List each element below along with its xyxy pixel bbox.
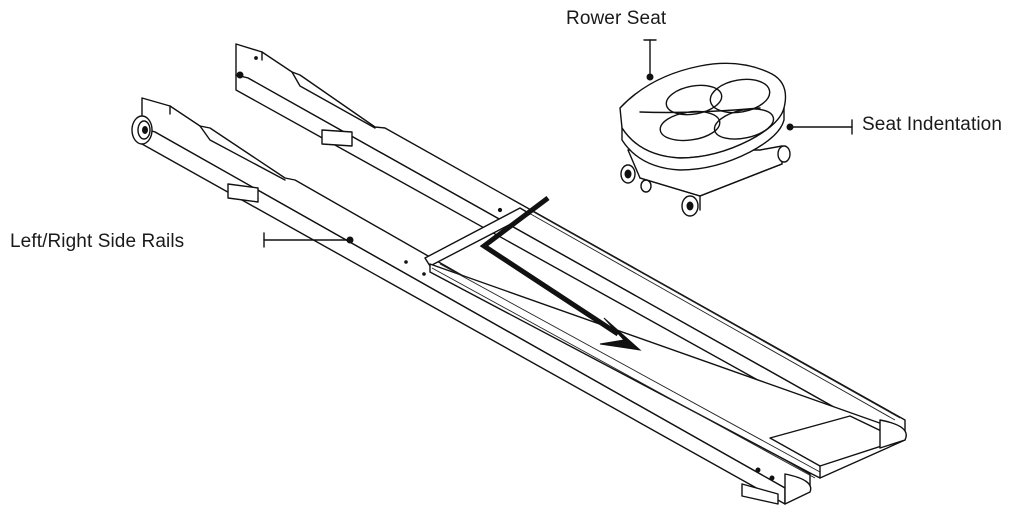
seat-indentation-label: Seat Indentation — [862, 114, 1002, 135]
back-side-rail — [235, 43, 906, 449]
rail-track — [424, 207, 907, 505]
leader-lines — [263, 39, 853, 248]
rower-seat — [619, 62, 791, 217]
slide-direction-arrow — [479, 196, 642, 351]
side-rails-label: Left/Right Side Rails — [10, 231, 185, 252]
rower-seat-label: Rower Seat — [566, 8, 667, 29]
